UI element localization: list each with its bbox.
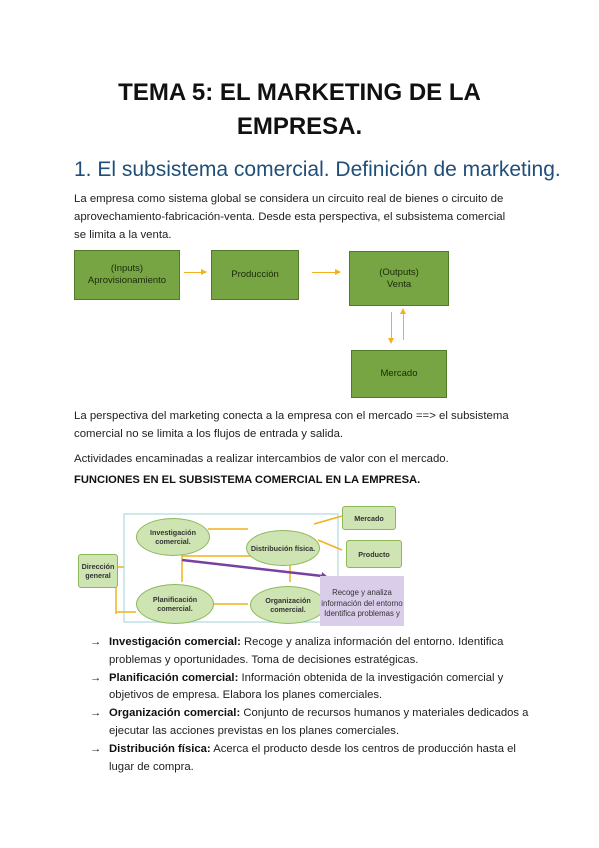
diagram-connectors (115, 513, 343, 623)
callout-line-1: Recoge y analiza (332, 588, 392, 597)
arrow-icon: → (90, 743, 102, 756)
arrow-icon: → (90, 636, 102, 648)
flow-box-produccion: Producción (211, 250, 299, 300)
funciones-heading: FUNCIONES EN EL SUBSISTEMA COMERCIAL EN … (74, 474, 421, 486)
flow-box-venta: (Outputs) Venta (349, 251, 449, 306)
functions-list: → Investigación comercial: Recoge y anali… (90, 634, 530, 777)
intro-line-3: se limita a la venta. (74, 229, 172, 241)
list-item-term: Planificación comercial: (109, 671, 239, 684)
investigacion-comercial-node: Investigación comercial. (136, 518, 210, 556)
flow-arrow-down (388, 312, 394, 344)
list-item: → Organización comercial: Conjunto de rec… (90, 705, 530, 740)
distribucion-fisica-node: Distribución física. (246, 530, 320, 566)
title-line-1: TEMA 5: EL MARKETING DE LA (118, 79, 481, 106)
list-item: → Distribución física: Acerca el producto… (90, 741, 530, 776)
callout-line-2: información del entorno (321, 598, 403, 608)
list-item: → Planificación comercial: Información ob… (90, 670, 530, 705)
planificacion-comercial-node: Planificación comercial. (136, 584, 214, 624)
flow-arrow-2 (312, 269, 341, 275)
flow-box-aprovisionamiento: (Inputs) Aprovisionamiento (74, 250, 180, 300)
list-item-text: Recoge y analiza información del entorno… (109, 636, 504, 666)
page-title: TEMA 5: EL MARKETING DE LA EMPRESA. (0, 76, 599, 144)
marketing-line-2: comercial no se limita a los flujos de e… (74, 428, 344, 440)
callout-box: Recoge y analiza información del entorno… (320, 576, 404, 626)
title-line-2: EMPRESA. (236, 113, 363, 140)
marketing-paragraph: La perspectiva del marketing conecta a l… (74, 407, 509, 443)
list-item-term: Organización comercial: (109, 707, 241, 720)
list-item-term: Investigación comercial: (109, 636, 241, 648)
intro-paragraph: La empresa como sistema global se consid… (74, 190, 505, 244)
list-item: → Investigación comercial: Recoge y anali… (90, 634, 530, 669)
intro-line-1: La empresa como sistema global se consid… (74, 193, 504, 205)
flow-box-mercado: Mercado (351, 350, 447, 398)
marketing-line-1: La perspectiva del marketing conecta a l… (74, 410, 509, 422)
list-item-text: Información obtenida de la investigación… (109, 671, 504, 702)
functions-diagram: Dirección general Investigación comercia… (78, 504, 404, 626)
organizacion-comercial-node: Organización comercial. (250, 586, 326, 624)
callout-line-3: Identifica problemas y (324, 609, 400, 618)
mercado-box: Mercado (342, 506, 396, 530)
venta-line-2: Venta (386, 278, 412, 290)
direccion-general-box: Dirección general (78, 554, 118, 588)
venta-line-1: (Outputs) (379, 266, 419, 278)
activities-paragraph: Actividades encaminadas a realizar inter… (74, 453, 449, 465)
section-heading: 1. El subsistema comercial. Definición d… (74, 158, 561, 181)
flow-arrow-up (400, 308, 406, 340)
arrow-icon: → (90, 671, 102, 684)
list-item-term: Distribución física: (109, 743, 211, 756)
flow-arrow-1 (184, 269, 207, 275)
intro-line-2: aprovechamiento-fabricación-venta. Desde… (74, 211, 506, 223)
arrow-icon: → (90, 707, 102, 720)
list-item-text: Conjunto de recursos humanos y materiale… (109, 707, 529, 737)
list-item-text: Acerca el producto desde los centros de … (109, 743, 516, 773)
producto-box: Producto (346, 540, 402, 568)
